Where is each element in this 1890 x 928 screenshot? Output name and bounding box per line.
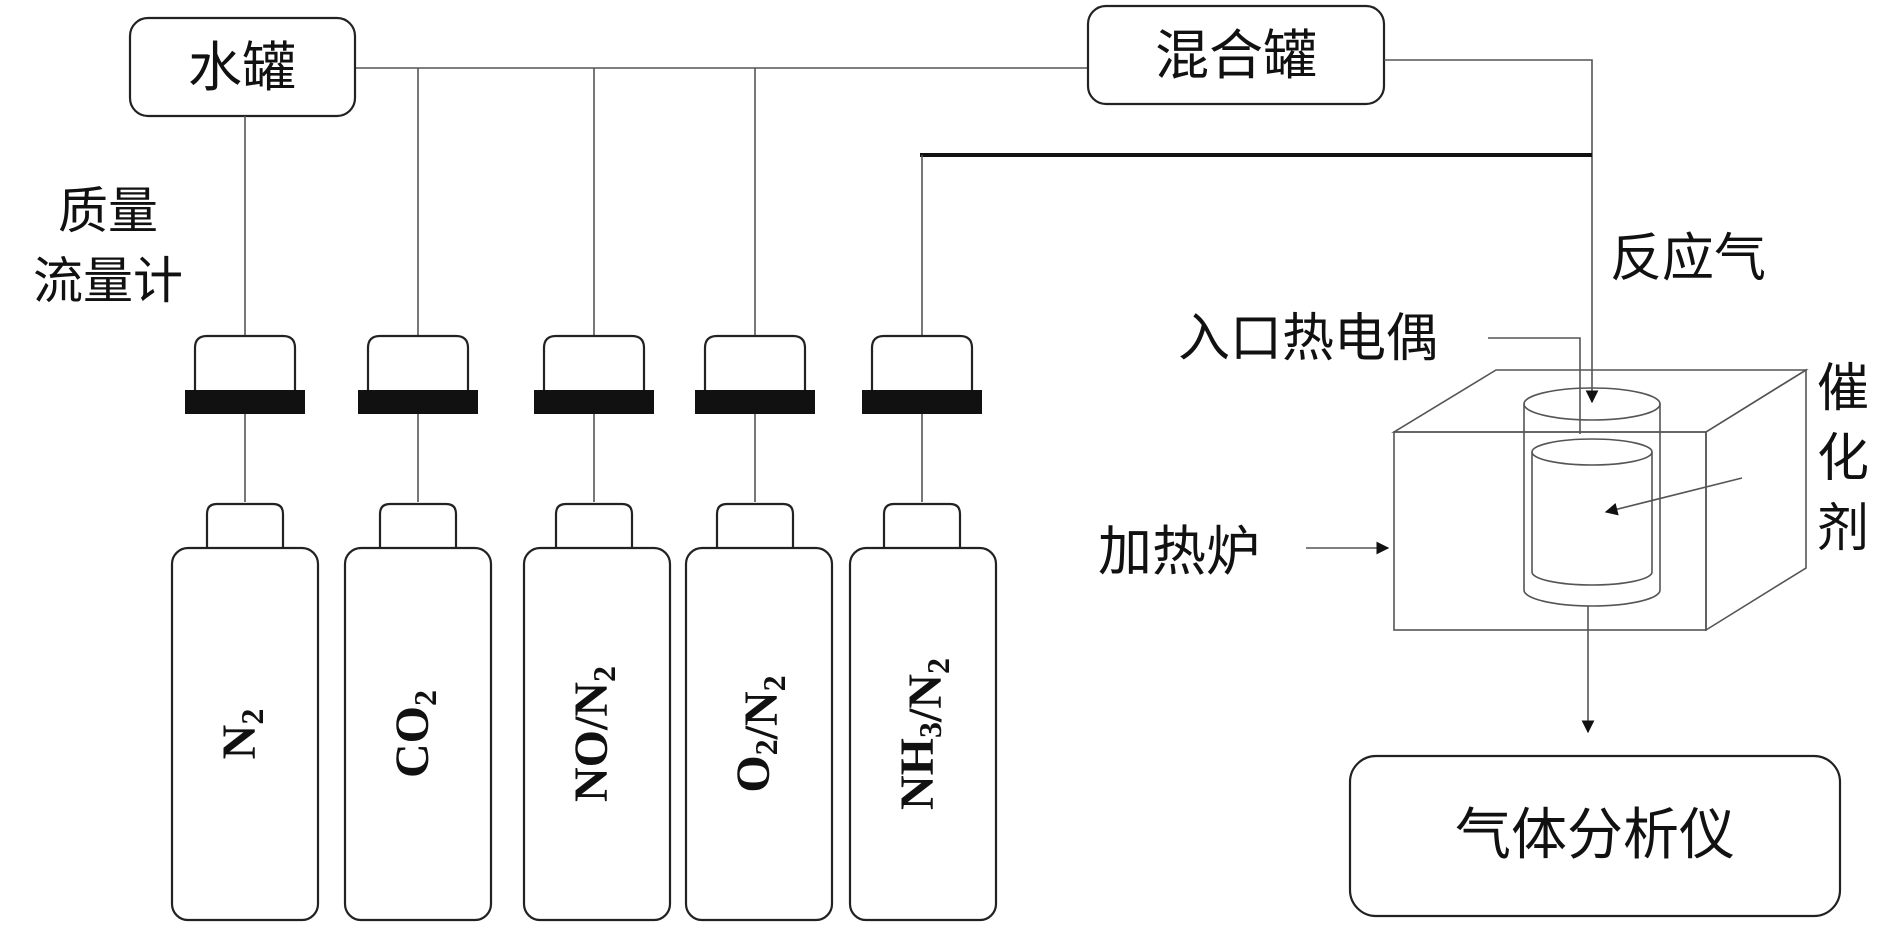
cylinder-valve <box>378 502 458 548</box>
gas-cylinder-label: O2/N2 <box>727 675 792 792</box>
gas-cylinder <box>170 546 320 922</box>
flow-meter-cap <box>870 334 974 390</box>
flow-meter-cap <box>703 334 807 390</box>
svg-text:催: 催 <box>1817 359 1869 419</box>
water-tank-label: 水罐 <box>188 36 296 99</box>
cylinder-valve <box>205 502 285 548</box>
flow-meter-bar <box>534 390 654 414</box>
flow-meter-bar <box>358 390 478 414</box>
mixing-tank: 混合罐 <box>1086 4 1386 106</box>
gas-cylinder <box>684 546 834 922</box>
mass-flow-label-line1: 质量 <box>58 182 158 240</box>
water-tank: 水罐 <box>128 16 357 118</box>
flow-meter-cap <box>542 334 646 390</box>
gas-unit: N2 <box>170 334 320 922</box>
heating-furnace <box>1391 368 1809 632</box>
gas-cylinder <box>848 546 998 922</box>
gas-cylinder <box>522 546 672 922</box>
catalyst-label: 催 化 剂 <box>1817 359 1869 559</box>
thermocouple-line <box>1488 337 1581 434</box>
gas-cylinder-label: NH3/N2 <box>891 658 956 810</box>
gas-cylinder-label: NO/N2 <box>565 666 622 802</box>
inlet-thermocouple-label: 入口热电偶 <box>1178 309 1438 369</box>
gas-unit: NH3/N2 <box>848 334 998 922</box>
gas-cylinder-label: CO2 <box>386 690 443 778</box>
gas-cylinder-label: N2 <box>213 709 270 760</box>
gas-unit: NO/N2 <box>522 334 672 922</box>
cylinder-valve <box>715 502 795 548</box>
flow-meter-bar <box>695 390 815 414</box>
gas-analyzer: 气体分析仪 <box>1348 754 1842 918</box>
flow-meter-cap <box>193 334 297 390</box>
reaction-gas-label: 反应气 <box>1610 229 1766 289</box>
heating-furnace-label: 加热炉 <box>1098 520 1260 583</box>
reactor-feed-pipe <box>1384 59 1599 404</box>
flow-meter-bar <box>185 390 305 414</box>
gas-cylinder <box>343 546 493 922</box>
gas-analyzer-label: 气体分析仪 <box>1455 803 1735 868</box>
svg-text:化: 化 <box>1817 429 1869 489</box>
gas-unit: O2/N2 <box>684 334 834 922</box>
cylinder-valve <box>554 502 634 548</box>
flow-meter-bar <box>862 390 982 414</box>
gas-supply-units: N2 CO2 NO/N2 O2/N2 NH3/N2 <box>170 334 998 922</box>
cylinder-valve <box>882 502 962 548</box>
mass-flow-label-line2: 流量计 <box>33 252 183 310</box>
catalyst-arrow <box>1604 477 1743 516</box>
gas-unit: CO2 <box>343 334 493 922</box>
reactor-tube <box>1523 387 1661 607</box>
flow-meter-cap <box>366 334 470 390</box>
svg-text:剂: 剂 <box>1817 499 1869 559</box>
mixing-tank-label: 混合罐 <box>1155 24 1317 87</box>
